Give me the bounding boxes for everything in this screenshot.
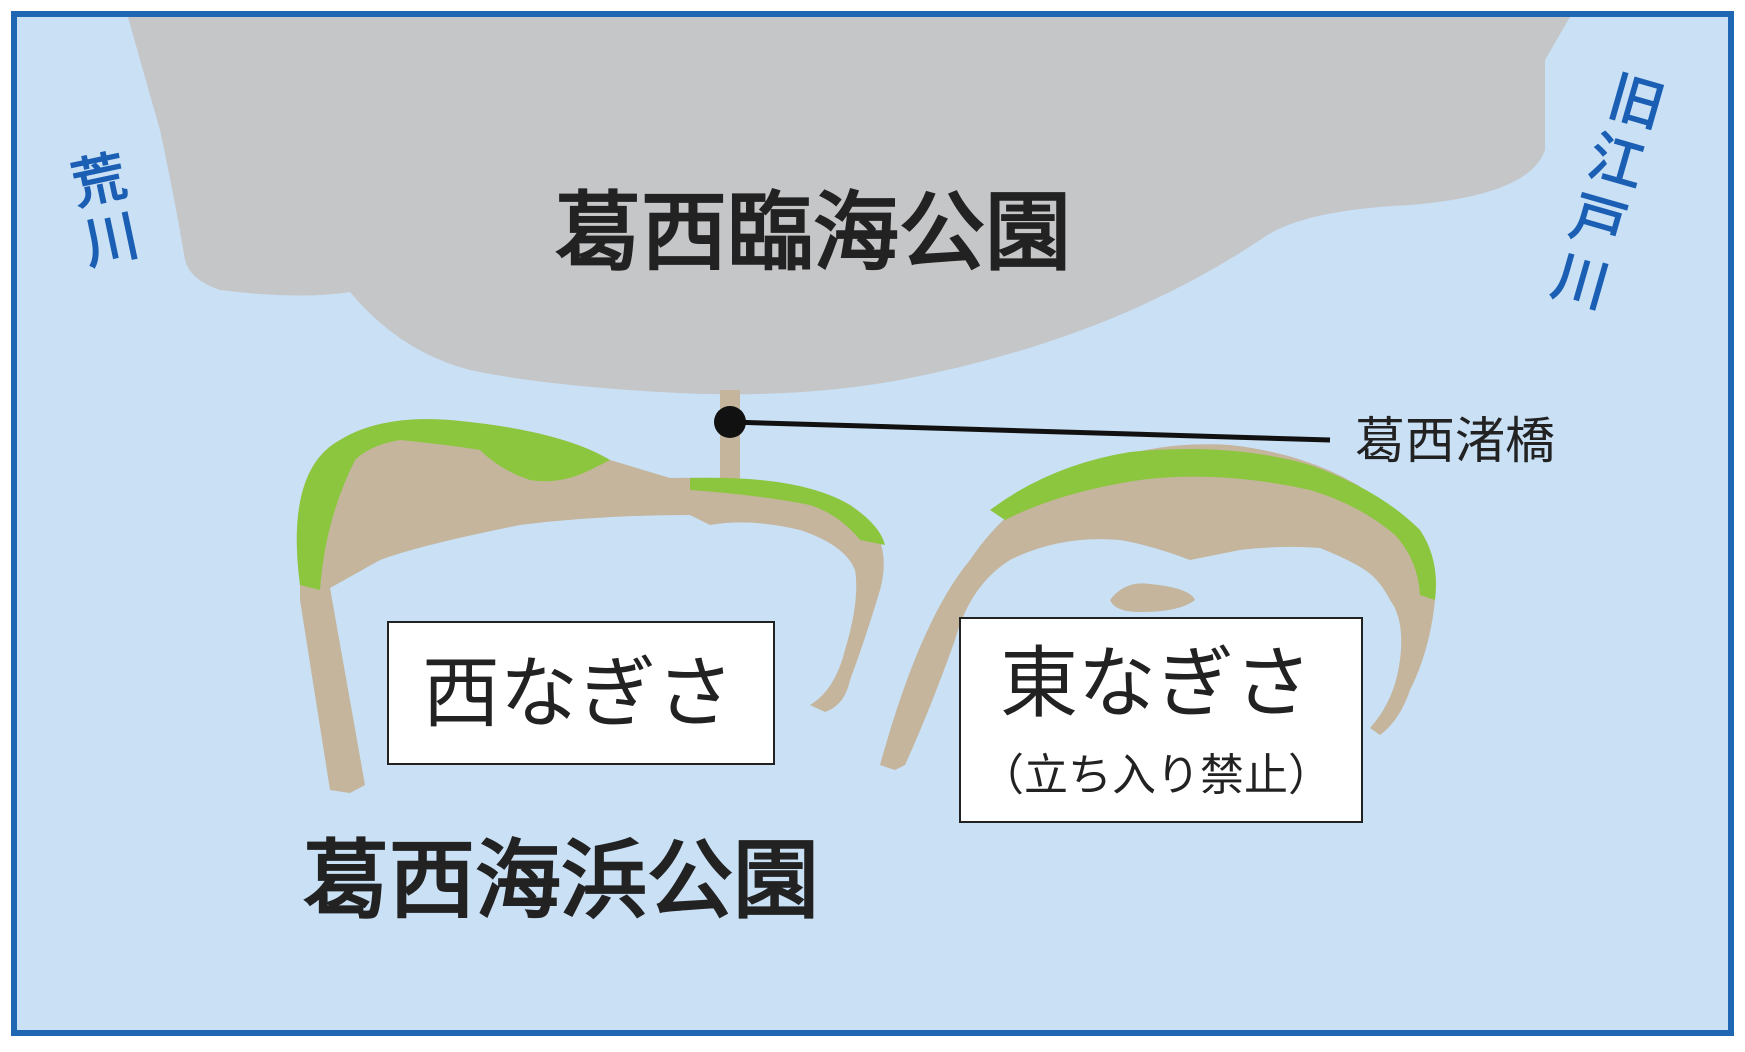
arakawa-label-2: 川 [78,204,144,277]
rinkai-park-land [128,17,1570,395]
arakawa-label-1: 荒 [66,144,132,217]
east-beach-label: 東なぎさ [1000,639,1312,729]
west-beach [296,419,885,793]
bridge-leader-line [729,419,1331,443]
west-beach-label: 西なぎさ [422,649,734,739]
rinkai-park-label: 葛西臨海公園 [555,183,1071,283]
east-islet [1110,583,1195,612]
bridge-marker [714,406,746,438]
east-beach [880,444,1436,770]
east-beach-box [959,617,1363,823]
bridge-label: 葛西渚橋 [1355,412,1555,470]
kaihin-park-label: 葛西海浜公園 [303,831,819,931]
west-beach-box [387,621,775,765]
east-beach-note: （立ち入り禁止） [980,750,1332,801]
